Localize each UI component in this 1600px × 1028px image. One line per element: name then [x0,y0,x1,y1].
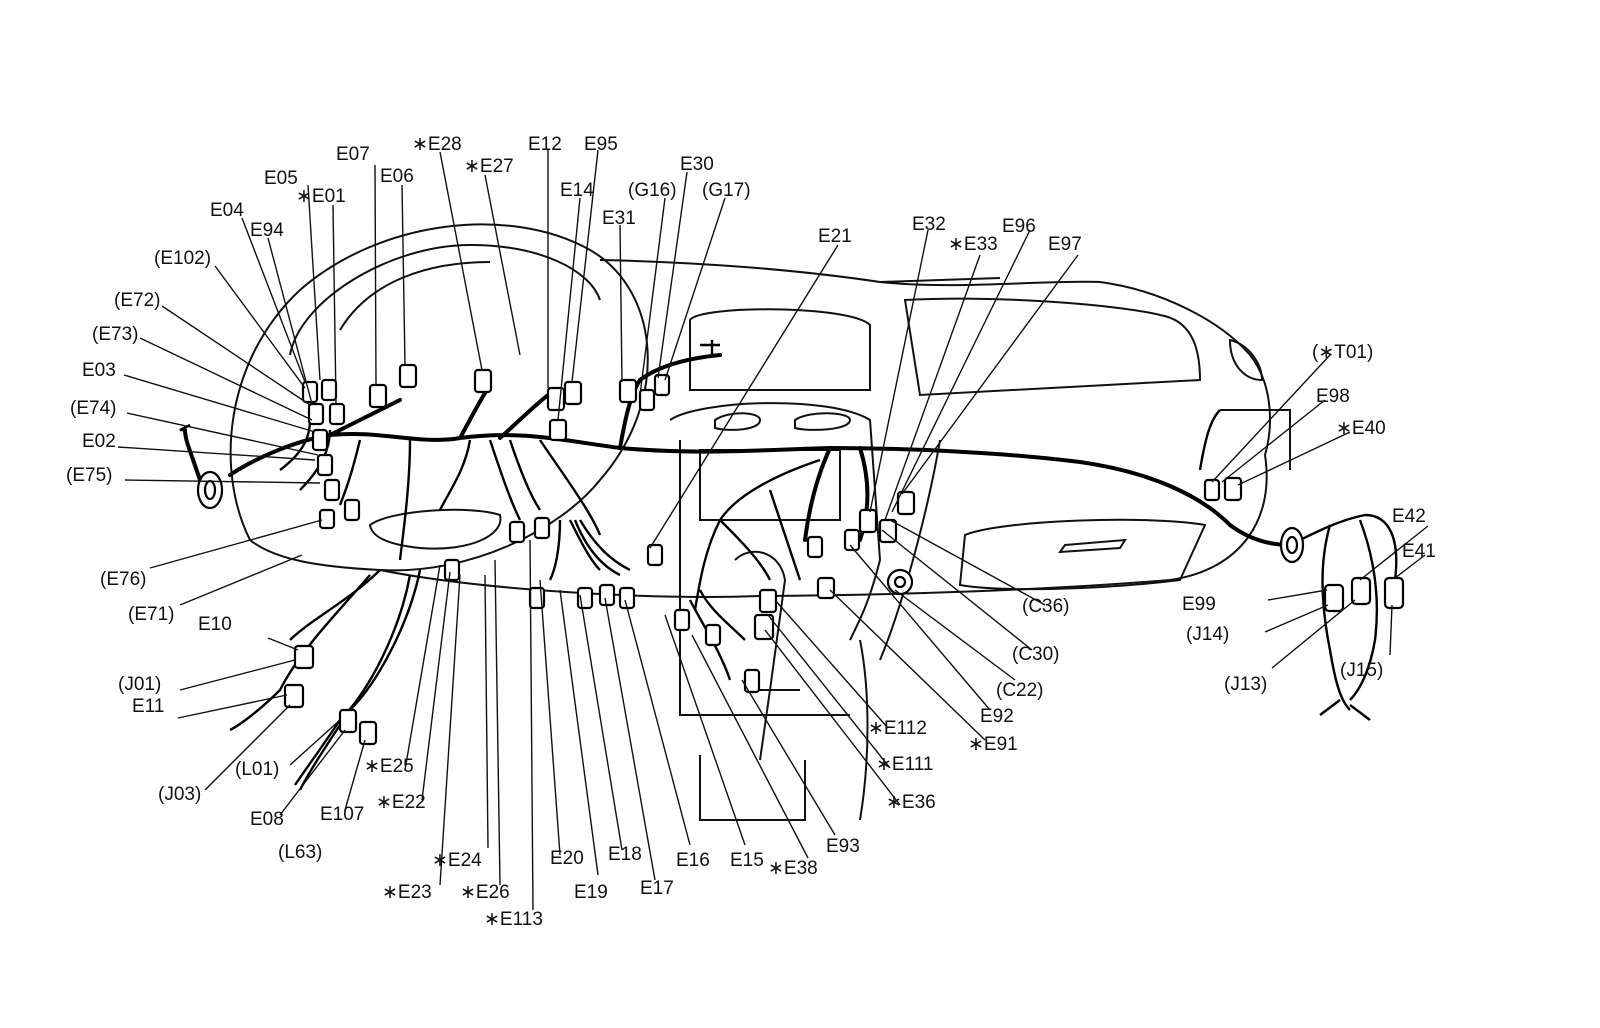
label-E98: E98 [1316,386,1350,407]
label-T01: (∗T01) [1312,342,1373,363]
label-E28: ∗E28 [412,134,462,155]
label-E113: ∗E113 [484,909,543,930]
label-E33: ∗E33 [948,234,998,255]
label-E20: E20 [550,848,584,869]
component-labels: E07 ∗E28 ∗E27 E12 E95 E30 (G16) (G17) E1… [66,134,1436,930]
label-E102: (E102) [154,248,211,269]
label-E16: E16 [676,850,710,871]
label-E05: E05 [264,168,298,189]
label-J15: (J15) [1340,660,1383,681]
label-E19: E19 [574,882,608,903]
label-E74: (E74) [70,398,116,419]
label-E10: E10 [198,614,232,635]
label-E76: (E76) [100,569,146,590]
leader-lines [117,149,1429,911]
label-E95: E95 [584,134,618,155]
label-C36: (C36) [1022,596,1070,617]
label-E30: E30 [680,154,714,175]
label-E23: ∗E23 [382,882,432,903]
label-C22: (C22) [996,680,1044,701]
label-E42: E42 [1392,506,1426,527]
label-E112: ∗E112 [868,718,927,739]
label-E03: E03 [82,360,116,381]
connectors [283,363,1405,746]
label-E111: ∗E111 [876,754,933,775]
label-E08: E08 [250,809,284,830]
label-E94: E94 [250,220,284,241]
label-J01: (J01) [118,674,161,695]
label-E04: E04 [210,200,244,221]
label-E36: ∗E36 [886,792,936,813]
label-E14: E14 [560,180,594,201]
label-E07: E07 [336,144,370,165]
label-L01: (L01) [235,759,279,780]
label-E41: E41 [1402,541,1436,562]
label-E107: E107 [320,804,364,825]
label-E26: ∗E26 [460,882,510,903]
grommet-center [886,568,914,596]
label-E06: E06 [380,166,414,187]
label-E25: ∗E25 [364,756,414,777]
label-E73: (E73) [92,324,138,345]
label-G17: (G17) [702,180,751,201]
label-E21: E21 [818,226,852,247]
label-E01: ∗E01 [296,186,346,207]
label-E40: ∗E40 [1336,418,1386,439]
label-E99: E99 [1182,594,1216,615]
label-E71: (E71) [128,604,174,625]
grommet-right [1279,526,1305,564]
dashboard-outline [229,223,1291,821]
label-C30: (C30) [1012,644,1060,665]
main-harness [179,340,1398,791]
label-E17: E17 [640,878,674,899]
label-L63: (L63) [278,842,322,863]
label-E96: E96 [1002,216,1036,237]
label-E22: ∗E22 [376,792,426,813]
label-E18: E18 [608,844,642,865]
label-E12: E12 [528,134,562,155]
label-E11: E11 [132,696,164,717]
label-E24: ∗E24 [432,850,482,871]
label-E72: (E72) [114,290,160,311]
label-E02: E02 [82,431,116,452]
label-J13: (J13) [1224,674,1267,695]
label-J03: (J03) [158,784,201,805]
label-E32: E32 [912,214,946,235]
label-J14: (J14) [1186,624,1229,645]
label-E31: E31 [602,208,636,229]
label-E75: (E75) [66,465,112,486]
label-E27: ∗E27 [464,156,514,177]
label-G16: (G16) [628,180,677,201]
label-E15: E15 [730,850,764,871]
label-E38: ∗E38 [768,858,818,879]
grommet-left [196,470,224,510]
label-E91: ∗E91 [968,734,1018,755]
label-E92: E92 [980,706,1014,727]
label-E97: E97 [1048,234,1082,255]
label-E93: E93 [826,836,860,857]
